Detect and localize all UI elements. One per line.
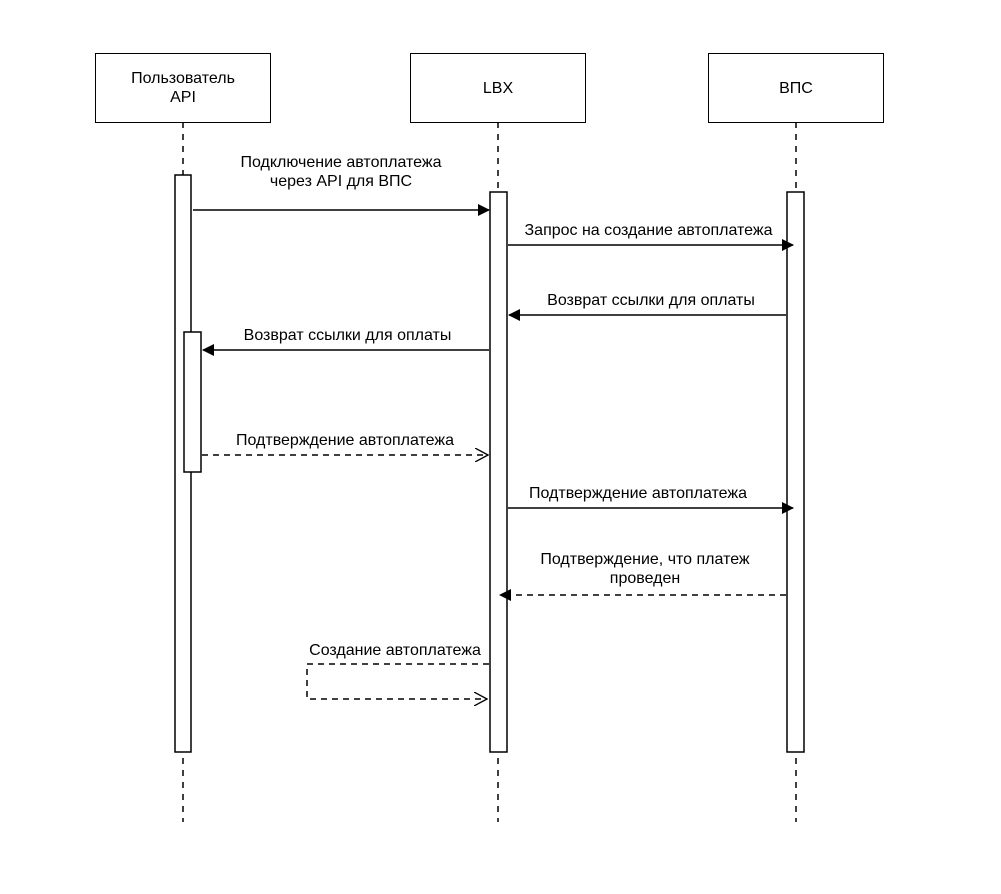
message-label-8: Создание автоплатежа [309, 642, 481, 659]
message-label-6: Подтверждение автоплатежа [529, 485, 747, 502]
participant-vps-label: ВПС [779, 79, 813, 97]
participant-user-label: Пользователь API [131, 70, 235, 106]
activation-lbx [489, 191, 508, 753]
message-label-5: Подтверждение автоплатежа [236, 432, 454, 449]
message-label-3: Возврат ссылки для оплаты [547, 292, 755, 309]
message-label-7: Подтверждение, что платеж проведен [540, 551, 750, 587]
message-label-1: Подключение автоплатежа через API для ВП… [240, 154, 442, 190]
participant-lbx-label: LBX [482, 79, 514, 97]
activation-user-nested [183, 331, 202, 473]
participant-lbx: LBX [410, 53, 586, 123]
message-arrow-8-self [306, 663, 489, 699]
participant-vps: ВПС [708, 53, 884, 123]
participant-user: Пользователь API [95, 53, 271, 123]
message-label-4: Возврат ссылки для оплаты [243, 327, 452, 344]
message-label-2: Запрос на создание автоплатежа [524, 222, 773, 239]
activation-vps [786, 191, 805, 753]
